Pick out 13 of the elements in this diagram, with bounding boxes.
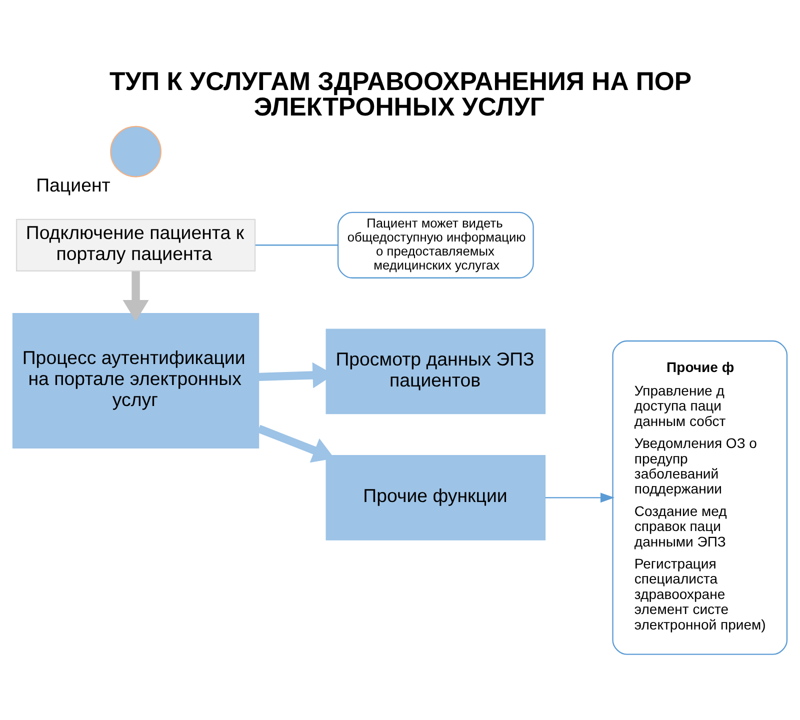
node-label: Пациент [36, 174, 110, 196]
node-person [110, 126, 162, 178]
node-box: Прочие функции [326, 455, 546, 540]
node-box: Пациент может видеть общедоступную информацию о предоставляемых медицинских услугах [337, 212, 534, 278]
arrow [122, 271, 149, 322]
arrow [257, 424, 334, 463]
connector [255, 244, 338, 246]
node-box: Подключение пациента к порталу пациента [16, 218, 256, 272]
node-box: Прочие ф Управление д доступа паци данным собст Уведомления ОЗ о предупр заболеваний поддержании Создание мед справок паци данными ЭПЗ Регистрация специалиста здравоохране элемент систе электронной прием) [612, 340, 788, 655]
node-box: Процесс аутентификации на портале электронных услуг [12, 312, 260, 449]
diagram-title: ТУП К УСЛУГАМ ЗДРАВООХРАНЕНИЯ НА ПОР ЭЛЕКТРОННЫХ УСЛУГ [109, 68, 692, 122]
node-box: Просмотр данных ЭПЗ пациентов [326, 328, 546, 414]
arrow [545, 492, 615, 503]
